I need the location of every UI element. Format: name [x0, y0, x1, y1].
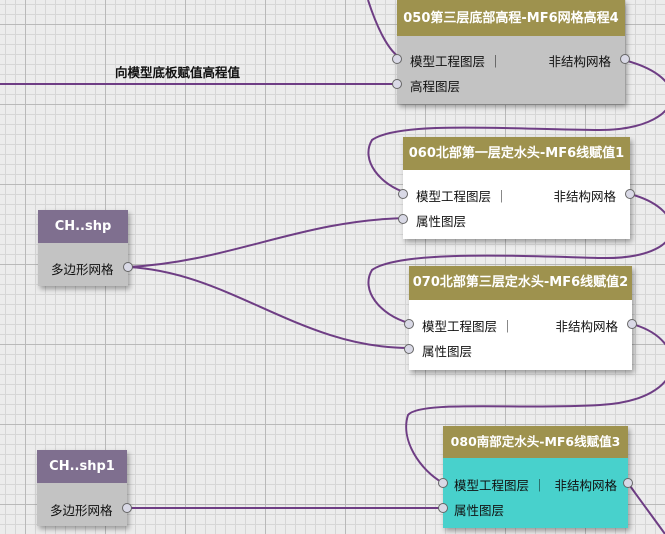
- node-ch-shp1-title: CH..shp1: [37, 450, 127, 483]
- wire-label: 向模型底板赋值高程值: [115, 65, 241, 80]
- node-060-body: 模型工程图层 ｜ 非结构网格 属性图层: [398, 170, 635, 239]
- node-ch-shp-out1-label: 多边形网格: [51, 262, 114, 277]
- port-050-elevation-in[interactable]: [392, 79, 402, 89]
- port-060-mesh-out[interactable]: [625, 189, 635, 199]
- node-050[interactable]: 050第三层底部高程-MF6网格高程4 模型工程图层 ｜ 非结构网格 高程图层: [392, 0, 630, 104]
- node-070-in2-label: 属性图层: [422, 344, 473, 359]
- node-050-out1-label: 非结构网格: [548, 54, 611, 69]
- node-050-title: 050第三层底部高程-MF6网格高程4: [397, 0, 625, 36]
- port-060-attribute-in[interactable]: [398, 214, 408, 224]
- port-080-mesh-out[interactable]: [623, 478, 633, 488]
- port-080-project-layer-in[interactable]: [438, 478, 448, 488]
- node-050-in1-label: 模型工程图层 ｜: [410, 54, 502, 69]
- wire-050-out-to-060[interactable]: [367, 59, 665, 194]
- node-080-in2-label: 属性图层: [454, 503, 505, 518]
- node-070-out1-label: 非结构网格: [555, 319, 618, 334]
- node-070-body: 模型工程图层 ｜ 非结构网格 属性图层: [404, 300, 637, 370]
- wire-080-out[interactable]: [627, 482, 665, 534]
- wire-ch1-to-060[interactable]: [127, 217, 408, 268]
- node-050-in2-label: 高程图层: [410, 79, 461, 94]
- node-080[interactable]: 080南部定水头-MF6线赋值3 模型工程图层 ｜ 非结构网格 属性图层: [438, 426, 633, 528]
- port-070-mesh-out[interactable]: [627, 319, 637, 329]
- node-060-in2-label: 属性图层: [416, 214, 467, 229]
- node-060-title: 060北部第一层定水头-MF6线赋值1: [403, 137, 630, 170]
- port-070-attribute-in[interactable]: [404, 344, 414, 354]
- node-080-in1-label: 模型工程图层 ｜: [454, 478, 546, 493]
- node-ch-shp1-body: 多边形网格: [37, 483, 132, 526]
- node-ch-shp-body: 多边形网格: [38, 243, 133, 286]
- node-ch-shp1[interactable]: CH..shp1 多边形网格: [37, 450, 132, 526]
- node-080-title: 080南部定水头-MF6线赋值3: [443, 426, 628, 458]
- port-070-project-layer-in[interactable]: [404, 319, 414, 329]
- node-ch-shp[interactable]: CH..shp 多边形网格: [38, 210, 133, 286]
- node-060-in1-label: 模型工程图层 ｜: [416, 189, 508, 204]
- port-050-project-layer-in[interactable]: [392, 54, 402, 64]
- wire-ch1-to-070[interactable]: [127, 266, 410, 349]
- port-080-attribute-in[interactable]: [438, 503, 448, 513]
- node-ch-shp1-out1-label: 多边形网格: [50, 503, 113, 518]
- node-070-in1-label: 模型工程图层 ｜: [422, 319, 514, 334]
- node-070[interactable]: 070北部第三层定水头-MF6线赋值2 模型工程图层 ｜ 非结构网格 属性图层: [404, 266, 637, 370]
- wire-060-out-to-070[interactable]: [367, 193, 665, 324]
- port-ch-shp-polygon-out[interactable]: [123, 262, 133, 272]
- node-080-out1-label: 非结构网格: [554, 478, 617, 493]
- port-ch-shp1-polygon-out[interactable]: [122, 503, 132, 513]
- node-060[interactable]: 060北部第一层定水头-MF6线赋值1 模型工程图层 ｜ 非结构网格 属性图层: [398, 137, 635, 239]
- node-ch-shp-title: CH..shp: [38, 210, 128, 243]
- wire-070-out-to-080[interactable]: [405, 323, 665, 484]
- node-050-body: 模型工程图层 ｜ 非结构网格 高程图层: [392, 36, 630, 104]
- node-060-out1-label: 非结构网格: [553, 189, 616, 204]
- port-050-mesh-out[interactable]: [620, 54, 630, 64]
- port-060-project-layer-in[interactable]: [398, 189, 408, 199]
- node-070-title: 070北部第三层定水头-MF6线赋值2: [409, 266, 632, 300]
- node-080-body: 模型工程图层 ｜ 非结构网格 属性图层: [438, 458, 633, 528]
